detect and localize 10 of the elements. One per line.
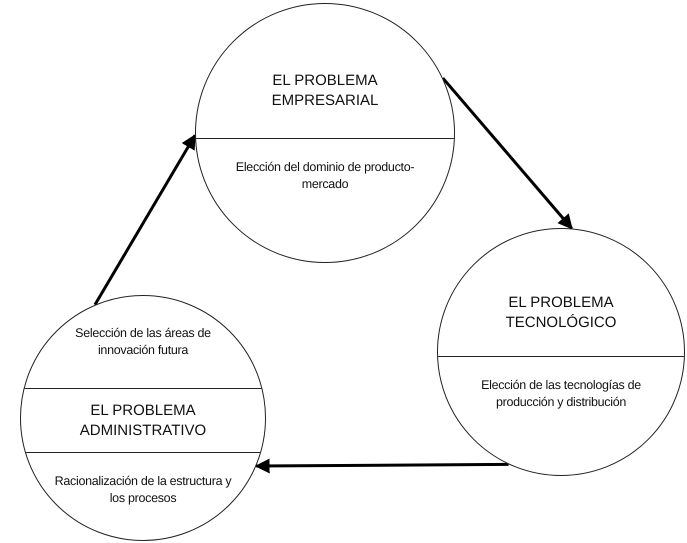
description-text: Selección de las áreas de innovación futura [74,325,212,359]
problem-heading: EL PROBLEMA EMPRESARIAL [270,71,380,111]
problem-heading: EL PROBLEMA TECNOLÓGICO [504,292,618,332]
description-text: Racionalización de la estructura y los procesos [54,473,232,507]
arrow [94,134,196,306]
description-text: Elección de las tecnologías de producción y distribución [480,377,642,411]
arrow [254,458,509,474]
problem-heading: EL PROBLEMA ADMINISTRATIVO [78,400,208,440]
description-text: Elección del dominio de producto-mercado [234,159,416,193]
arrow [442,77,573,230]
